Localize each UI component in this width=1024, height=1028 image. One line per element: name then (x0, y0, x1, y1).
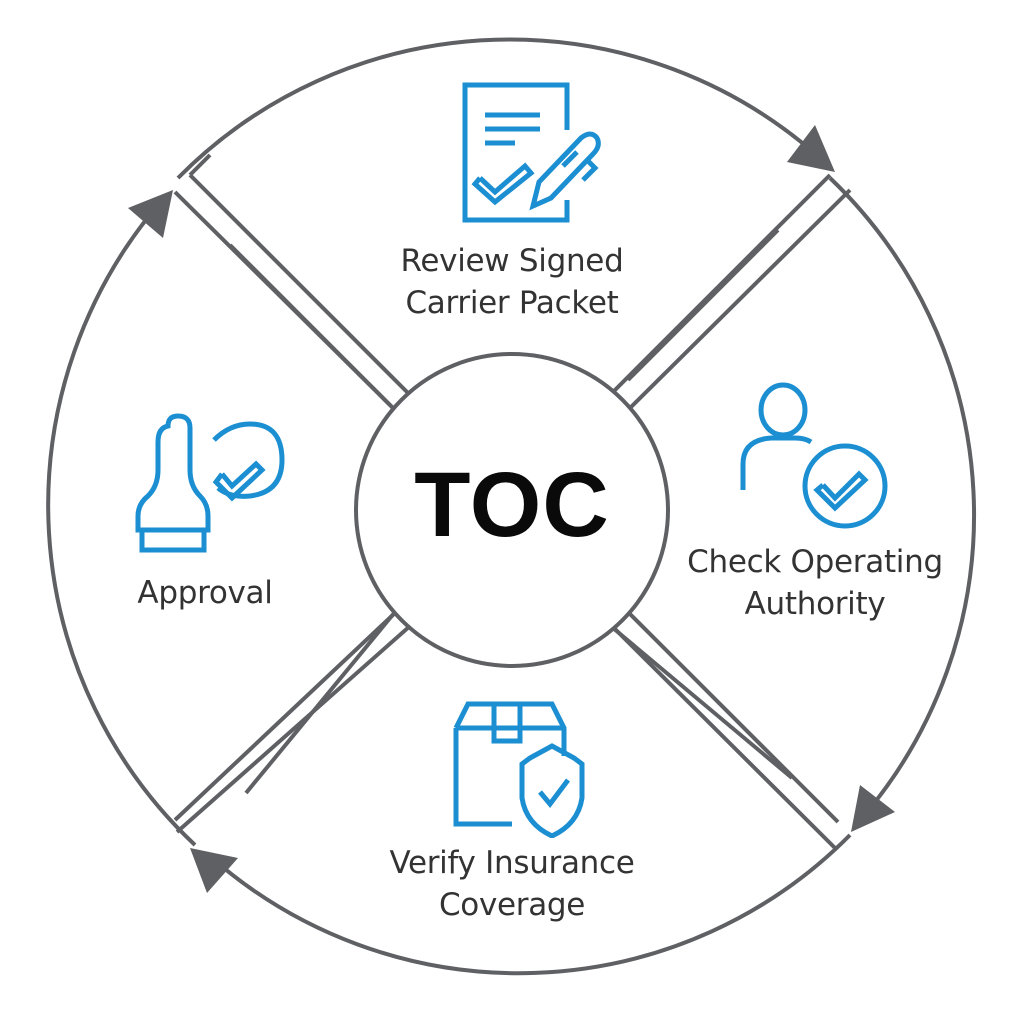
step-label-line: Carrier Packet (405, 285, 619, 321)
cycle-ring (46, 37, 977, 976)
step-label-line: Coverage (438, 887, 586, 923)
left-segment-outline (173, 190, 398, 822)
user-check-icon (740, 382, 888, 529)
arc-left-top (46, 203, 197, 847)
arrowhead-bottom-left (190, 848, 238, 893)
step-label-line: Authority (744, 586, 886, 622)
cycle-arrowheads (128, 125, 895, 893)
step-label-line: Approval (137, 575, 273, 611)
center-circle (354, 352, 670, 668)
stamp-approval-icon (135, 413, 285, 553)
top-left-notch (188, 153, 212, 177)
right-lower-inner-line (611, 626, 794, 780)
center-title: TOC (414, 454, 610, 556)
bottom-left-inner-line (244, 610, 397, 795)
right-segment-outline (626, 188, 852, 824)
step-label-line: Review Signed (400, 243, 624, 279)
quadrant-separators (173, 153, 852, 850)
arrowhead-top-right (787, 125, 835, 172)
step-label-approval: Approval (95, 572, 315, 614)
package-shield-icon (453, 701, 585, 838)
step-label-line: Check Operating (687, 544, 943, 580)
document-sign-icon (462, 82, 601, 223)
top-segment-outline (188, 173, 832, 397)
top-right-inner-line (626, 228, 780, 382)
step-label-review: Review Signed Carrier Packet (352, 240, 672, 324)
arrowhead-bottom-right (851, 785, 895, 832)
arc-bottom-left (210, 833, 852, 976)
step-label-line: Verify Insurance (389, 845, 635, 881)
arc-right-bottom (828, 176, 977, 820)
arc-top-right (176, 37, 822, 180)
step-label-authority: Check Operating Authority (660, 541, 970, 625)
arrowhead-top-left (128, 190, 173, 238)
step-label-insurance: Verify Insurance Coverage (357, 842, 667, 926)
bottom-segment-outline (175, 624, 837, 850)
